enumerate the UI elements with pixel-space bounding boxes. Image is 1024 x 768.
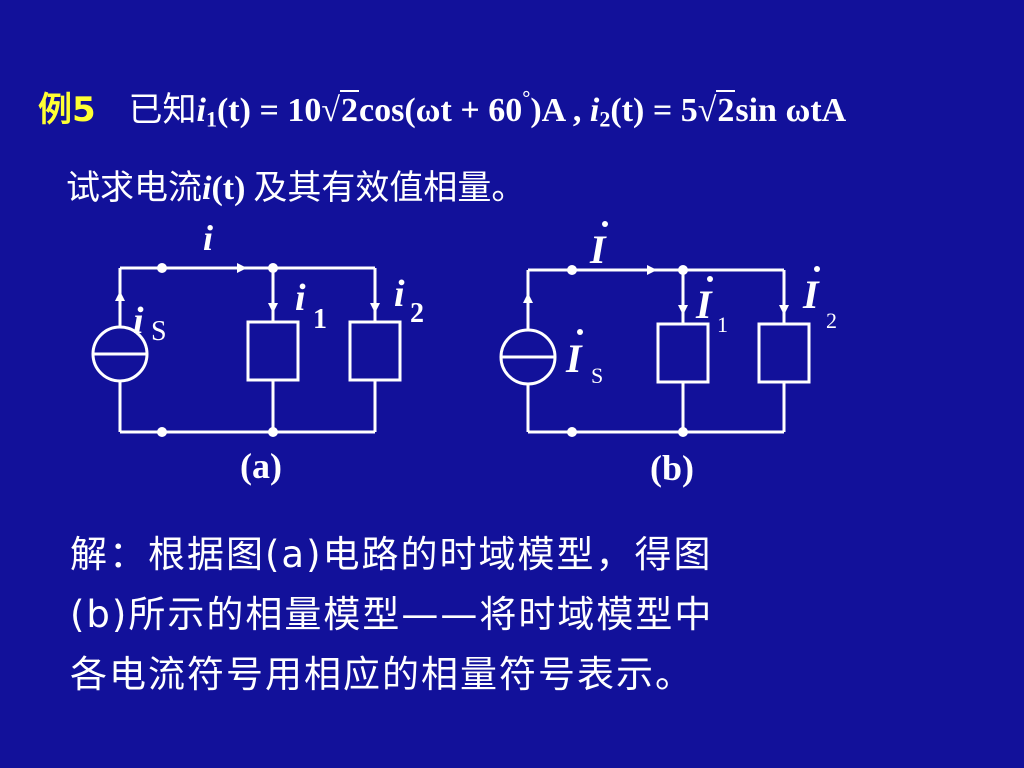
node-top-left-b [567,265,577,275]
label-i-a: i [203,218,213,258]
node-top-mid-a [268,263,278,273]
node-top-left-a [157,263,167,273]
label-I1-b: I [695,282,713,327]
dot-I1-b [707,276,713,282]
label-i2-sub-a: 2 [410,298,424,329]
label-IS-sub-b: S [591,363,603,388]
label-I2-sub-b: 2 [826,308,837,333]
separator: , [564,92,590,129]
diagram-b [499,265,811,434]
i2-expression: i2(t) = 5√2sin ωtA [589,90,847,132]
label-I2-b: I [802,272,820,317]
example-label: 例5 [38,90,96,130]
node-top-mid-b [678,265,688,275]
dot-I-b [602,221,608,227]
dot-IS-b [577,329,583,335]
label-i1-a: i [295,277,306,319]
nodes-a [157,263,278,437]
node-bottom-left-a [157,427,167,437]
element-1-b [656,322,710,384]
label-IS-b: I [565,336,583,381]
given-text: 已知 [128,90,197,130]
label-is-a: i [133,300,144,342]
label-i1-sub-a: 1 [313,304,327,335]
problem-line-2: 试求电流i(t)及其有效值相量。 [66,160,525,209]
nodes-b [567,265,688,437]
label-i2-a: i [394,273,405,315]
task-arg: (t) [211,170,246,207]
label-is-sub-a: S [151,316,167,347]
caption-a: (a) [240,446,282,486]
problem-line-1: 例5 已知i1(t) = 10√2cos(ωt + 60°)A , i2(t) … [38,82,846,133]
task-suffix: 及其有效值相量。 [253,168,526,208]
element-1-a [246,320,300,382]
solution-line-3: 各电流符号用相应的相量符号表示。 [70,653,694,696]
node-bottom-mid-a [268,427,278,437]
element-2-a [348,320,402,382]
dot-I2-b [814,266,820,272]
diagram-a [91,263,402,434]
task-prefix: 试求电流 [66,168,202,208]
element-2-b [757,322,811,384]
label-I-b: I [589,227,607,272]
task-var: i [202,170,212,207]
node-bottom-mid-b [678,427,688,437]
caption-b: (b) [650,448,694,488]
i1-expression: i1(t) = 10√2cos(ωt + 60°)A [196,87,565,132]
solution-line-1: 解：根据图(a)电路的时域模型，得图 [70,533,713,576]
label-I1-sub-b: 1 [717,312,728,337]
node-bottom-left-b [567,427,577,437]
solution-line-2: (b)所示的相量模型——将时域模型中 [70,593,714,636]
